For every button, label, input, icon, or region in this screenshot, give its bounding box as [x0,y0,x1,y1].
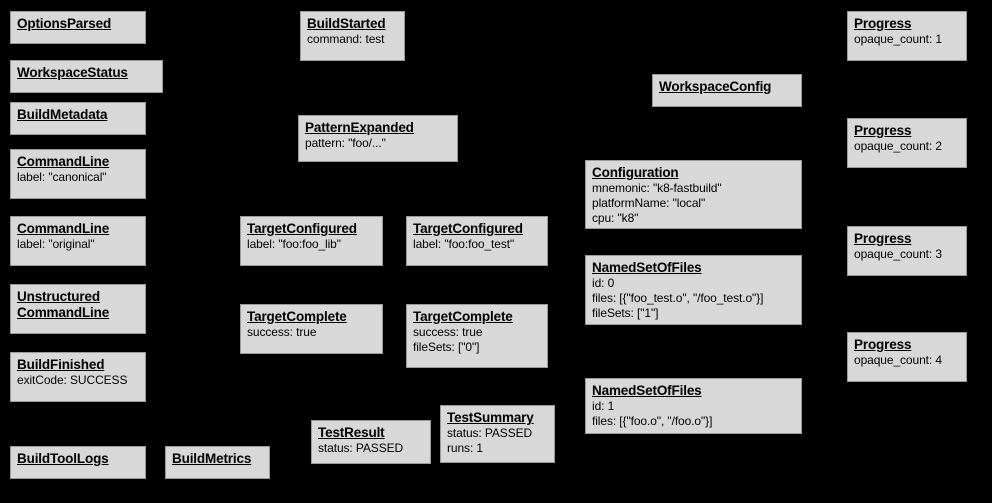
node-title: Progress [854,231,912,246]
node-field: label: "foo:foo_lib" [247,237,341,251]
node-field: exitCode: SUCCESS [17,373,128,387]
node-field: opaque_count: 2 [854,139,942,153]
node-title: PatternExpanded [305,120,414,135]
node-title: Progress [854,337,912,352]
node-title: WorkspaceConfig [659,79,772,94]
node-title: TestSummary [447,410,534,425]
node-field: files: [{"foo.o", "/foo.o"}] [592,414,713,428]
node-field: opaque_count: 4 [854,353,942,367]
node-field: mnemonic: "k8-fastbuild" [592,181,722,195]
node-options-parsed[interactable]: OptionsParsed [10,11,146,44]
node-title: OptionsParsed [17,16,112,31]
node-title: Progress [854,16,912,31]
node-build-metrics[interactable]: BuildMetrics [165,446,270,479]
node-title: CommandLine [17,154,110,169]
node-field: cpu: "k8" [592,211,639,225]
node-field: platformName: "local" [592,196,706,210]
node-title: Unstructured CommandLine [17,289,110,320]
node-title: BuildStarted [307,16,386,31]
node-field: command: test [307,32,385,46]
node-field: status: PASSED [447,426,533,440]
node-build-metadata[interactable]: BuildMetadata [10,102,146,135]
node-field: label: "foo:foo_test" [413,237,515,251]
node-title: WorkspaceStatus [17,65,128,80]
node-title: TargetComplete [413,309,513,324]
node-title: TestResult [318,425,385,440]
node-title: TargetConfigured [413,221,523,236]
node-field: fileSets: ["0"] [413,340,480,354]
node-title: BuildFinished [17,357,105,372]
node-title: TargetComplete [247,309,347,324]
node-title: Configuration [592,165,679,180]
node-unstructured-command-line[interactable]: Unstructured CommandLine [10,284,146,334]
node-title: CommandLine [17,221,110,236]
node-workspace-config[interactable]: WorkspaceConfig [652,74,802,107]
node-title: BuildToolLogs [17,451,109,466]
node-title: TargetConfigured [247,221,357,236]
node-field: success: true [413,325,483,339]
node-field: label: "original" [17,237,95,251]
node-title: NamedSetOfFiles [592,260,702,275]
node-field: files: [{"foo_test.o", "/foo_test.o"}] [592,291,764,305]
node-title: BuildMetrics [172,451,252,466]
node-title: BuildMetadata [17,107,108,122]
node-build-tool-logs[interactable]: BuildToolLogs [10,446,146,479]
node-title: Progress [854,123,912,138]
node-field: success: true [247,325,317,339]
node-field: id: 0 [592,276,615,290]
node-title: NamedSetOfFiles [592,383,702,398]
node-workspace-status[interactable]: WorkspaceStatus [10,60,163,93]
node-field: status: PASSED [318,441,404,455]
node-field: opaque_count: 1 [854,32,942,46]
node-field: pattern: "foo/..." [305,136,386,150]
node-field: label: "canonical" [17,170,107,184]
node-field: fileSets: ["1"] [592,306,659,320]
node-field: opaque_count: 3 [854,247,942,261]
node-field: id: 1 [592,399,615,413]
node-field: runs: 1 [447,441,483,455]
